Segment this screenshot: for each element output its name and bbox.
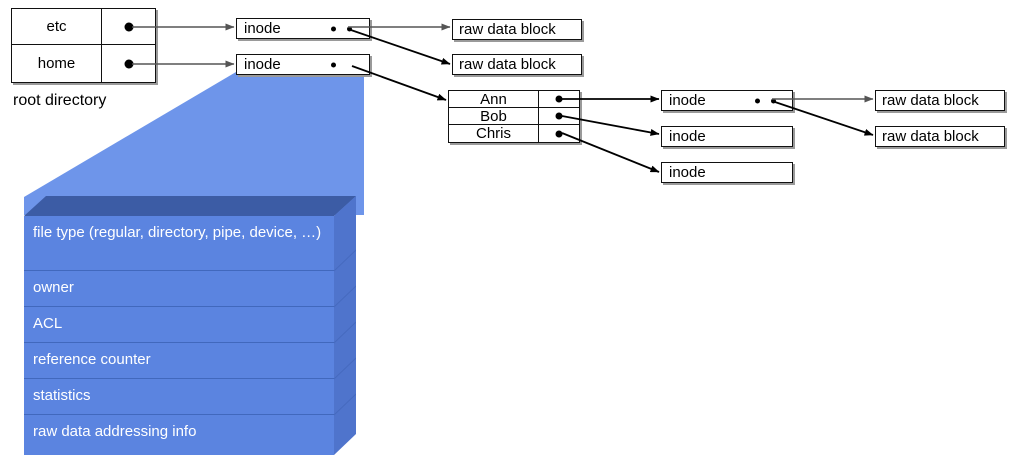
inode-box-ann[interactable]: inode [661,90,793,111]
dir-entry-name: Bob [449,108,539,125]
inode-field-raw-data-addressing[interactable]: raw data addressing info [24,415,334,455]
inode-box-chris[interactable]: inode [661,162,793,183]
dir-entry-pointer[interactable] [539,108,579,124]
dir-entry-name: etc [12,9,102,44]
dir-entry-pointer[interactable] [102,45,155,82]
home-directory-table: Ann Bob Chris [448,90,580,143]
inode-box-bob[interactable]: inode [661,126,793,147]
inode-label: inode [244,56,281,73]
inode-label: inode [669,128,706,145]
table-row[interactable]: etc [12,9,155,45]
inode-field-file-type[interactable]: file type (regular, directory, pipe, dev… [24,216,334,271]
raw-data-block-3[interactable]: raw data block [875,90,1005,111]
inode-structure-front-face: file type (regular, directory, pipe, dev… [24,216,334,455]
raw-data-block-1[interactable]: raw data block [452,19,582,40]
inode-pointer-dot-icon [347,26,352,31]
raw-data-block-label: raw data block [882,92,979,109]
inode-structure-top-face [24,196,356,455]
raw-data-block-4[interactable]: raw data block [875,126,1005,147]
table-row[interactable]: Ann [449,91,579,108]
table-row[interactable]: Chris [449,125,579,142]
dir-entry-name: Ann [449,91,539,108]
inode-label: inode [244,20,281,37]
pointer-dot-icon [555,112,563,120]
inode-structure-3d: file type (regular, directory, pipe, dev… [24,196,356,458]
pointer-dot-icon [555,130,563,137]
inode-field-reference-counter[interactable]: reference counter [24,343,334,379]
dir-entry-pointer[interactable] [102,9,155,44]
pointer-dot-icon [124,22,133,31]
inode-pointer-dot-icon [331,62,336,67]
root-directory-table: etc home [11,8,156,83]
dir-entry-name: Chris [449,125,539,142]
inode-field-owner[interactable]: owner [24,271,334,307]
raw-data-block-2[interactable]: raw data block [452,54,582,75]
dir-entry-name: home [12,45,102,82]
raw-data-block-label: raw data block [882,128,979,145]
inode-pointer-dot-icon [331,26,336,31]
root-directory-caption: root directory [13,92,107,109]
inode-field-acl[interactable]: ACL [24,307,334,343]
raw-data-block-label: raw data block [459,56,556,73]
raw-data-block-label: raw data block [459,21,556,38]
inode-label: inode [669,164,706,181]
dir-entry-pointer[interactable] [539,91,579,107]
inode-box-etc[interactable]: inode [236,18,370,39]
table-row[interactable]: Bob [449,108,579,125]
pointer-dot-icon [124,59,133,68]
pointer-dot-icon [555,95,563,103]
inode-pointer-dot-icon [755,98,760,103]
inode-field-statistics[interactable]: statistics [24,379,334,415]
inode-label: inode [669,92,706,109]
dir-entry-pointer[interactable] [539,125,579,142]
inode-box-home[interactable]: inode [236,54,370,75]
table-row[interactable]: home [12,45,155,82]
inode-pointer-dot-icon [771,98,776,103]
